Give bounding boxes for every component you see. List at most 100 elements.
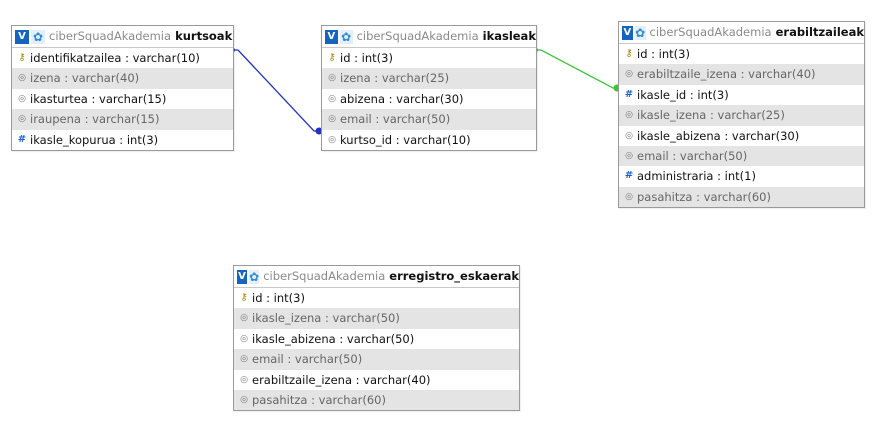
column-label: ikasle_izena : varchar(25) [637, 108, 785, 123]
table-header[interactable]: V ✿ ciberSquadAkademia ikasleak [322, 26, 536, 48]
text-icon: ◎ [18, 73, 26, 84]
toggle-view-button[interactable]: V [622, 25, 633, 40]
column-row[interactable]: ⚷ identifikatzailea : varchar(10) [12, 48, 233, 68]
number-icon: # [624, 170, 634, 182]
column-label: ikasturtea : varchar(15) [30, 91, 167, 106]
column-label: email : varchar(50) [340, 112, 451, 127]
column-row[interactable]: ◎ pasahitza : varchar(60) [234, 389, 519, 411]
text-icon: ◎ [328, 114, 336, 125]
column-label: iraupena : varchar(15) [30, 112, 160, 127]
text-icon: ◎ [18, 93, 26, 104]
table-erregistro-eskaerak[interactable]: V ✿ ciberSquadAkademia erregistro_eskaer… [233, 265, 520, 412]
relation-kurtsoak-ikasleak [231, 48, 323, 135]
column-label: id : int(3) [252, 291, 305, 305]
key-icon: ⚷ [240, 292, 248, 303]
text-icon: ◎ [240, 313, 248, 324]
text-icon: ◎ [328, 93, 336, 104]
column-row[interactable]: ◎ abizena : varchar(30) [322, 89, 536, 109]
text-icon: ◎ [240, 333, 248, 344]
column-row[interactable]: ◎email : varchar(50) [234, 349, 519, 370]
column-row[interactable]: ⚷ id : int(3) [322, 48, 536, 68]
column-label: pasahitza : varchar(60) [637, 189, 771, 204]
column-label: kurtso_id : varchar(10) [340, 132, 471, 147]
number-icon: # [17, 133, 27, 145]
column-row[interactable]: ◎ izena : varchar(25) [322, 68, 536, 89]
text-icon: ◎ [240, 354, 248, 365]
text-icon: ◎ [625, 150, 633, 161]
column-label: ikasle_kopurua : int(3) [30, 132, 159, 147]
column-label: ikasle_abizena : varchar(50) [252, 331, 415, 346]
column-row[interactable]: ◎ iraupena : varchar(15) [12, 109, 233, 130]
text-icon: ◎ [240, 394, 248, 405]
column-row[interactable]: ◎ ikasle_abizena : varchar(30) [619, 126, 864, 146]
column-row[interactable]: ◎ ikasturtea : varchar(15) [12, 89, 233, 109]
column-label: id : int(3) [340, 51, 393, 65]
table-erabiltzaileak[interactable]: V ✿ ciberSquadAkademia erabiltzaileak ⚷ i… [618, 21, 865, 209]
table-name: kurtsoak [175, 29, 233, 43]
database-name: ciberSquadAkademia [356, 29, 479, 43]
gear-icon[interactable]: ✿ [249, 269, 260, 284]
toggle-view-button[interactable]: V [325, 29, 338, 44]
toggle-view-button[interactable]: V [237, 269, 248, 284]
text-icon: ◎ [625, 191, 633, 202]
column-label: administraria : int(1) [637, 169, 756, 184]
database-name: ciberSquadAkademia [263, 269, 386, 283]
table-name: erabiltzaileak [775, 25, 864, 39]
column-list: ⚷ id : int(3) ◎ izena : varchar(25) ◎ abizena… [322, 48, 536, 150]
number-icon: # [624, 88, 634, 100]
text-icon: ◎ [18, 114, 26, 125]
column-label: identifikatzailea : varchar(10) [30, 51, 200, 65]
table-header[interactable]: V ✿ ciberSquadAkademia erabiltzaileak [619, 22, 864, 44]
text-icon: ◎ [328, 134, 336, 145]
column-row[interactable]: ◎ izena : varchar(40) [12, 68, 233, 89]
column-row[interactable]: ◎ erabiltzaile_izena : varchar(40) [234, 370, 519, 390]
column-row[interactable]: ◎ pasahitza : varchar(60) [619, 186, 864, 208]
column-row[interactable]: ◎ email : varchar(50) [322, 109, 536, 130]
table-header[interactable]: V ✿ ciberSquadAkademia kurtsoak [12, 26, 233, 48]
text-icon: ◎ [625, 69, 633, 80]
column-label: id : int(3) [637, 47, 690, 61]
column-row[interactable]: ◎erabiltzaile_izena : varchar(40) [619, 64, 864, 85]
column-row[interactable]: ◎ ikasle_izena : varchar(50) [234, 308, 519, 329]
column-row[interactable]: ⚷ id : int(3) [619, 44, 864, 64]
column-label: izena : varchar(40) [30, 71, 140, 86]
column-list: ⚷id : int(3)◎ikasle_izena : varchar(50)◎… [234, 288, 519, 411]
database-name: ciberSquadAkademia [649, 25, 772, 39]
relation-end-ikasleak [315, 127, 323, 135]
column-row[interactable]: ◎ email : varchar(50) [619, 145, 864, 167]
column-label: izena : varchar(25) [340, 71, 450, 86]
key-icon: ⚷ [328, 52, 336, 63]
column-row[interactable]: ◎ kurtso_id : varchar(10) [322, 130, 536, 150]
key-icon: ⚷ [18, 52, 26, 63]
column-label: email : varchar(50) [637, 148, 748, 163]
gear-icon[interactable]: ✿ [634, 25, 646, 40]
column-row[interactable]: ◎ ikasle_abizena : varchar(50) [234, 329, 519, 349]
text-icon: ◎ [328, 73, 336, 84]
column-label: abizena : varchar(30) [340, 91, 464, 106]
text-icon: ◎ [240, 374, 248, 385]
relation-ikasleak-erabiltzaileak [534, 48, 621, 92]
column-list: ⚷ id : int(3) ◎erabiltzaile_izena : varcha… [619, 44, 864, 208]
column-label: ikasle_izena : varchar(50) [252, 311, 400, 326]
relation-line-ikasleak-erabiltzaileak [535, 49, 620, 89]
column-label: ikasle_abizena : varchar(30) [637, 128, 800, 143]
table-ikasleak[interactable]: V ✿ ciberSquadAkademia ikasleak ⚷ id : in… [321, 25, 537, 151]
column-label: erabiltzaile_izena : varchar(40) [252, 372, 431, 387]
text-icon: ◎ [625, 130, 633, 141]
gear-icon[interactable]: ✿ [339, 29, 353, 44]
column-label: pasahitza : varchar(60) [252, 392, 386, 407]
column-row[interactable]: #ikasle_id : int(3) [619, 85, 864, 105]
table-header[interactable]: V ✿ ciberSquadAkademia erregistro_eskaer… [234, 266, 519, 288]
table-kurtsoak[interactable]: V ✿ ciberSquadAkademia kurtsoak ⚷ identif… [11, 25, 234, 151]
column-label: ikasle_id : int(3) [637, 87, 729, 102]
column-row[interactable]: ⚷ id : int(3) [234, 288, 519, 308]
column-row[interactable]: ◎ ikasle_izena : varchar(25) [619, 105, 864, 126]
key-icon: ⚷ [625, 48, 633, 59]
text-icon: ◎ [625, 110, 633, 121]
column-list: ⚷ identifikatzailea : varchar(10) ◎ izena :… [12, 48, 233, 150]
database-name: ciberSquadAkademia [49, 29, 172, 43]
toggle-view-button[interactable]: V [15, 29, 29, 44]
column-row[interactable]: #administraria : int(1) [619, 166, 864, 186]
column-row[interactable]: #ikasle_kopurua : int(3) [12, 130, 233, 150]
gear-icon[interactable]: ✿ [31, 29, 45, 44]
